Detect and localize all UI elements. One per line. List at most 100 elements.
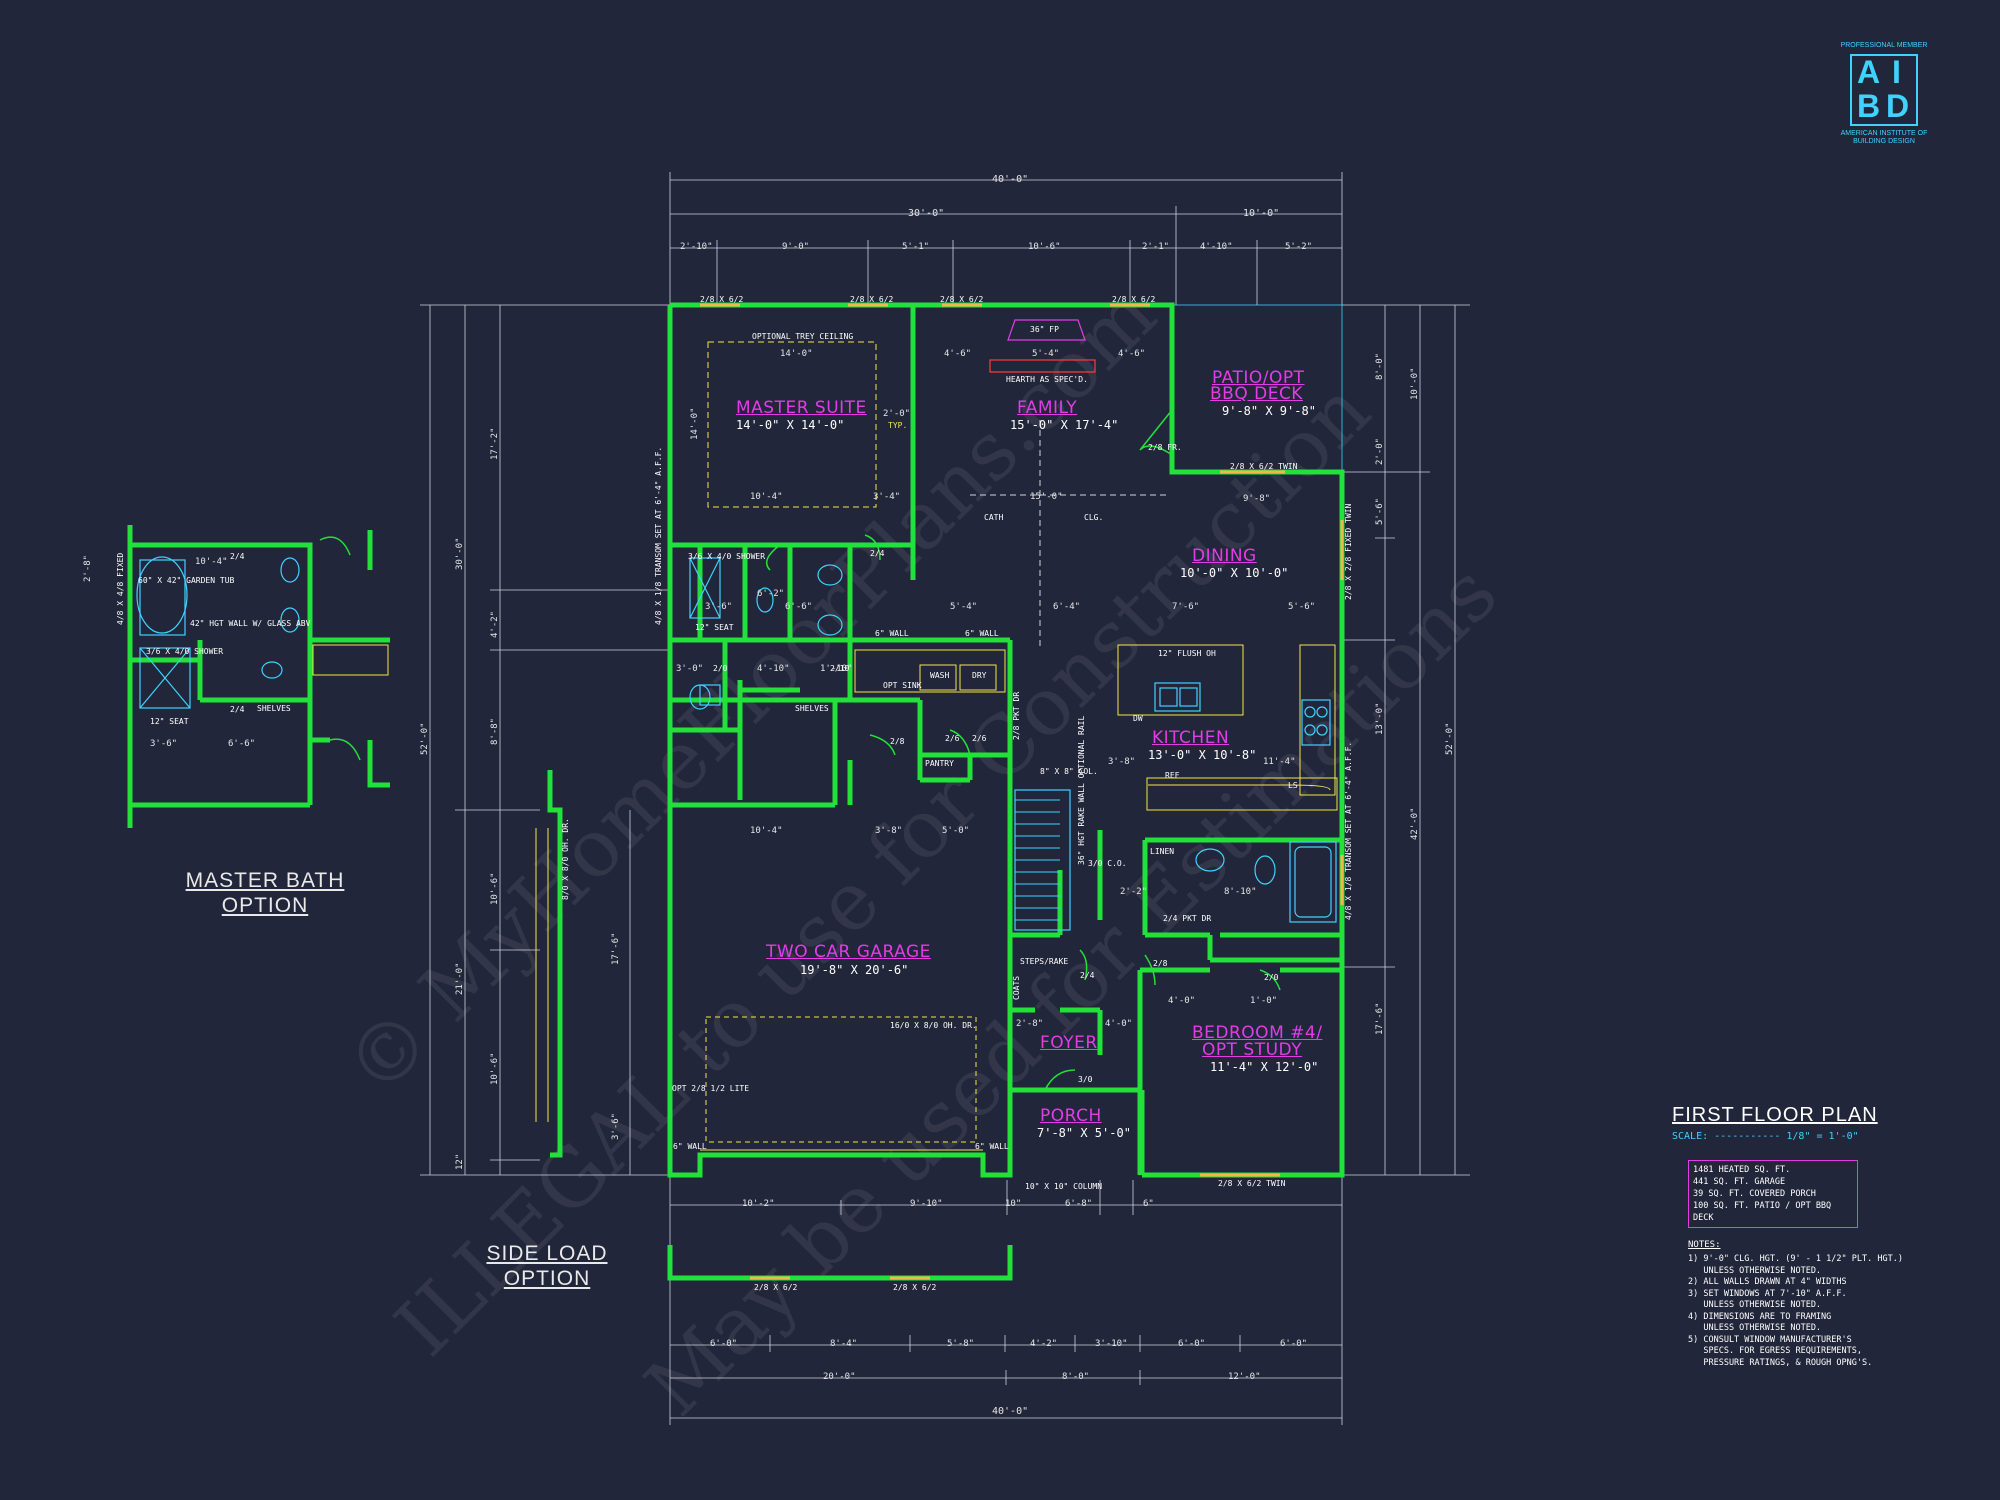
- dim-top-seg-4: 10'-6": [1028, 242, 1061, 252]
- logo-box: A I B D: [1850, 54, 1918, 126]
- note-wall-2: 6" WALL: [975, 1142, 1009, 1151]
- dim-bottom-r2-7: 6'-0": [1280, 1339, 1308, 1349]
- dim-bed-e: 1'-0": [1250, 996, 1278, 1006]
- win-label-bath-fixed: 4/8 X 4/8 FIXED: [116, 552, 125, 625]
- door-label-8: 2/6: [972, 734, 987, 743]
- note-tub: 60" X 42" GARDEN TUB: [138, 576, 235, 585]
- room-foyer: FOYER: [1040, 1033, 1098, 1053]
- room-patio: PATIO/OPT: [1212, 368, 1305, 388]
- note-mb-shelves: SHELVES: [257, 704, 291, 713]
- dim-left-7: 21'-0": [455, 962, 465, 995]
- note-4: 4) DIMENSIONS ARE TO FRAMING UNLESS OTHE…: [1688, 1311, 1832, 1334]
- room-kitchen: KITCHEN: [1152, 728, 1230, 748]
- dim-top-seg-7: 5'-2": [1285, 242, 1313, 252]
- note-ls: LS: [1288, 781, 1298, 790]
- dim-bottom-r2-2: 8'-4": [830, 1339, 858, 1349]
- note-side-garage-door: 8/0 X 8/0 OH. DR.: [561, 818, 570, 900]
- dim-mb-a: 10'-4": [195, 557, 228, 567]
- door-label-7: 2/4: [1080, 971, 1095, 980]
- dim-gar-a: 10'-4": [750, 826, 783, 836]
- dim-bottom-r3-1: 20'-0": [823, 1372, 856, 1382]
- room-garage-size: 19'-8" X 20'-6": [800, 963, 909, 977]
- note-fp: 36" FP: [1030, 325, 1059, 334]
- logo-letter-i: I: [1892, 54, 1901, 90]
- door-label-11: 2/4: [230, 552, 245, 561]
- note-coats: COATS: [1012, 975, 1021, 1000]
- dim-fam-f: 6'-4": [1053, 602, 1081, 612]
- dim-gar-b: 3'-8": [875, 826, 903, 836]
- note-flush: 12" FLUSH OH: [1158, 649, 1216, 658]
- note-shelves: SHELVES: [795, 704, 829, 713]
- note-1: 1) 9'-0" CLG. HGT. (9' - 1 1/2" PLT. HGT…: [1688, 1254, 1903, 1276]
- room-porch-size: 7'-8" X 5'-0": [1037, 1126, 1131, 1140]
- note-d28pkt: 2/8 PKT DR: [1012, 691, 1021, 740]
- dim-top-seg-1: 2'-10": [680, 242, 713, 252]
- dim-ms-r: 3'-4": [873, 492, 901, 502]
- fixtures: [136, 556, 1337, 931]
- dim-fam-c: 4'-6": [1118, 349, 1146, 359]
- note-seat: 12" SEAT: [695, 623, 734, 632]
- door-label-9: 2/8: [1153, 959, 1168, 968]
- win-label-4: 2/8 X 6/2: [1112, 295, 1156, 304]
- master-bath-option-title: MASTER BATH OPTION: [180, 870, 350, 916]
- dim-ms-typ: 2'-0": [883, 409, 911, 419]
- dim-din-a: 9'-8": [1243, 494, 1271, 504]
- room-bedroom-4: BEDROOM #4/: [1192, 1023, 1323, 1043]
- fireplace: [989, 319, 1096, 373]
- logo-letter-b: B: [1857, 88, 1881, 124]
- dim-right-2: 10'-0": [1410, 367, 1420, 400]
- note-opt-lite: OPT 2/8 1/2 LITE: [672, 1084, 750, 1093]
- area-line-1: 1481 HEATED SQ. FT.: [1693, 1165, 1791, 1175]
- door-label-3: 2/6: [945, 734, 960, 743]
- dim-ms-w: 10'-4": [750, 492, 783, 502]
- note-wall-1: 6" WALL: [673, 1142, 707, 1151]
- dim-bottom-r2-1: 6'-0": [710, 1339, 738, 1349]
- dim-top-seg-3: 5'-1": [902, 242, 930, 252]
- dim-left-11: 3'-6": [611, 1112, 621, 1140]
- dim-top-seg-5: 2'-1": [1142, 242, 1170, 252]
- dim-bottom-r2-5: 3'-10": [1095, 1339, 1128, 1349]
- dim-bottom-r1-2: 9'-10": [910, 1199, 943, 1209]
- win-label-side-2: 2/8 X 6/2: [893, 1283, 937, 1292]
- dim-top-left-group: 30'-0": [908, 208, 945, 219]
- dim-right-1: 52'-0": [1445, 722, 1455, 755]
- note-shower: 3/6 X 4/0 SHOWER: [688, 552, 766, 561]
- win-label-1: 2/8 X 6/2: [700, 295, 744, 304]
- dimension-lines: [420, 172, 1470, 1425]
- note-steps: STEPS/RAKE: [1020, 957, 1069, 966]
- dim-right-5: 2'-0": [1375, 437, 1385, 465]
- dim-mb-d: 6'-6": [228, 739, 256, 749]
- dim-kit-a: 3'-8": [1108, 757, 1136, 767]
- note-pantry: PANTRY: [925, 759, 954, 768]
- room-master-suite: MASTER SUITE: [736, 398, 867, 418]
- note-half-wall: 36" HGT RAKE WALL OPTIONAL RAIL: [1077, 715, 1086, 865]
- win-label-bed-twin: 2/8 X 6/2 TWIN: [1218, 1179, 1286, 1188]
- note-mb-shower: 3/6 X 4/0 SHOWER: [146, 647, 224, 656]
- logo-letter-a: A: [1857, 54, 1881, 90]
- note-hearth: HEARTH AS SPEC'D.: [1006, 375, 1088, 384]
- dim-bed-d: 2'-2": [1120, 887, 1148, 897]
- room-porch: PORCH: [1040, 1106, 1102, 1126]
- win-label-3: 2/8 X 6/2: [940, 295, 984, 304]
- dim-bath-c: 3'-6": [705, 602, 733, 612]
- dim-top-seg-2: 9'-0": [782, 242, 810, 252]
- note-mb-seat: 12" SEAT: [150, 717, 189, 726]
- note-3: 3) SET WINDOWS AT 7'-10" A.F.F. UNLESS O…: [1688, 1288, 1847, 1311]
- note-col: 8" X 8" COL.: [1040, 767, 1098, 776]
- dim-bottom-r3-3: 12'-0": [1228, 1372, 1261, 1382]
- dim-left-4: 4'-2": [490, 610, 500, 638]
- room-family-size: 15'-0" X 17'-4": [1010, 418, 1119, 432]
- logo-bottom-text: AMERICAN INSTITUTE OF BUILDING DESIGN: [1840, 130, 1928, 145]
- dim-bottom-r1-5: 6": [1143, 1199, 1154, 1209]
- room-patio-2: BBQ DECK: [1210, 384, 1303, 404]
- dim-bottom-r1-4: 6'-8": [1065, 1199, 1093, 1209]
- side-load-option-line2: OPTION: [503, 1267, 591, 1290]
- door-label-4: 2/10: [830, 664, 850, 673]
- dim-fam-e: 5'-4": [950, 602, 978, 612]
- dim-bath-e: 4'-10": [757, 664, 790, 674]
- note-clg: CLG.: [1084, 513, 1104, 522]
- door-label-6: 3/0: [1078, 1075, 1093, 1084]
- note-d30co: 3/0 C.O.: [1088, 859, 1127, 868]
- dim-bath-a: 6'-2": [757, 589, 785, 599]
